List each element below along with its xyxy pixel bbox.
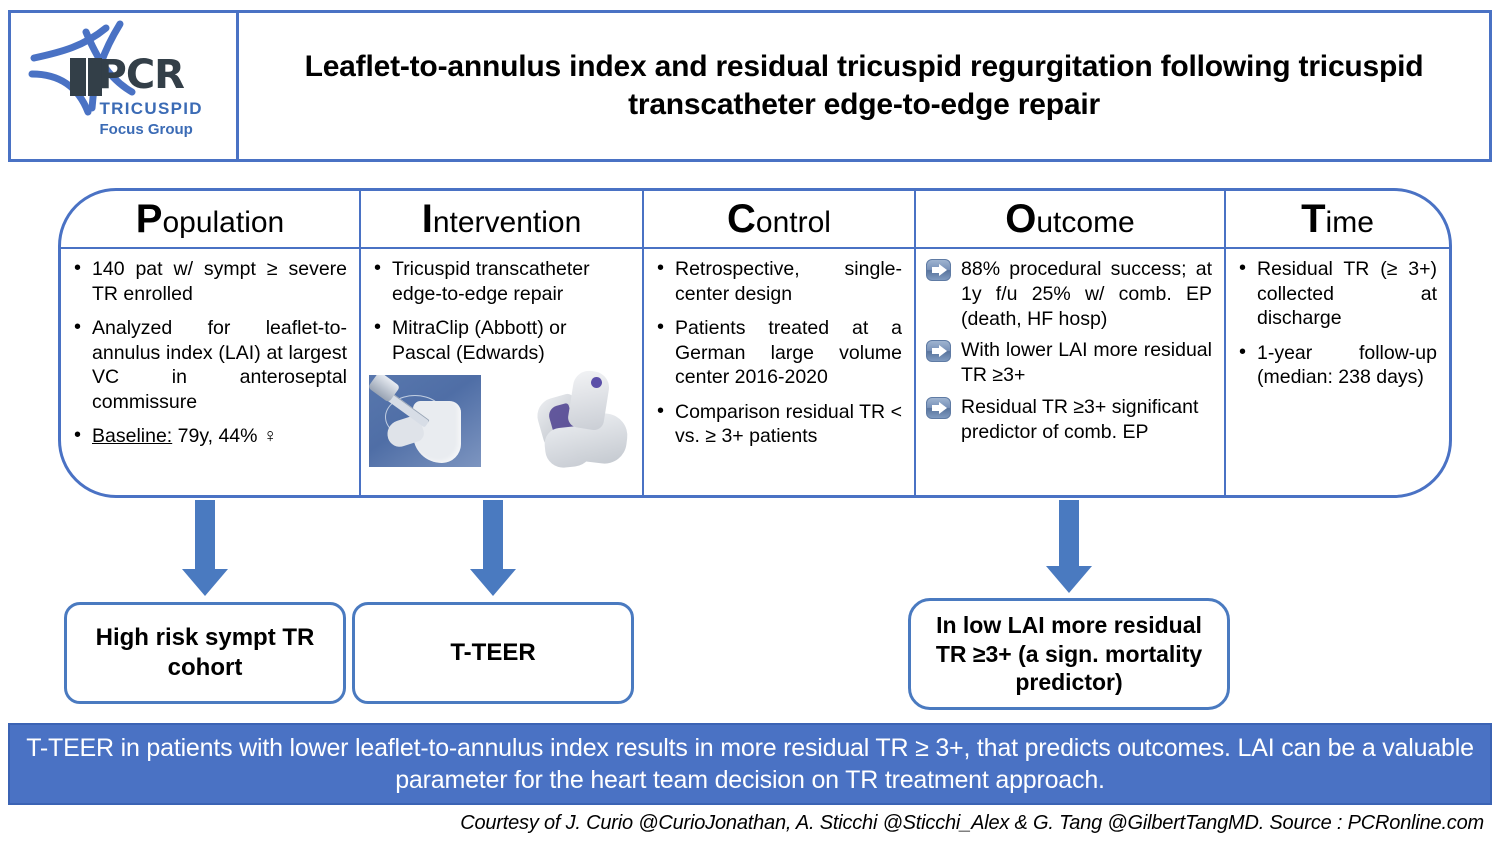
arrow-right-icon — [926, 396, 951, 419]
arrow-list-outcome: 88% procedural success; at 1y f/u 25% w/… — [926, 257, 1212, 444]
result-box-tteer-text: T-TEER — [450, 639, 536, 666]
list-item: Comparison residual TR < vs. ≥ 3+ patien… — [654, 399, 902, 449]
column-initial-i: I — [421, 197, 433, 241]
logo-mark-icon — [28, 20, 135, 116]
column-title-control: ontrol — [755, 206, 831, 239]
device-images — [369, 368, 630, 470]
list-item: Tricuspid transcatheter edge-to-edge rep… — [371, 256, 630, 306]
list-item-text: 88% procedural success; at 1y f/u 25% w/… — [961, 258, 1212, 330]
column-initial-p: P — [135, 197, 163, 241]
column-header-population: Population — [61, 191, 359, 249]
bullet-list-population: 140 pat w/ sympt ≥ severe TR enrolled An… — [71, 256, 347, 449]
list-item: 88% procedural success; at 1y f/u 25% w/… — [926, 257, 1212, 331]
list-item: 1-year follow-up (median: 238 days) — [1236, 340, 1437, 390]
bullet-list-control: Retrospective, single-center design Pati… — [654, 256, 902, 449]
credit-text: Courtesy of J. Curio @CurioJonathan, A. … — [460, 812, 1484, 834]
column-initial-c: C — [727, 197, 756, 241]
result-box-cohort-text: High risk sympt TR cohort — [95, 624, 315, 681]
picot-column-population: Population 140 pat w/ sympt ≥ severe TR … — [61, 191, 361, 495]
page-title: Leaflet-to-annulus index and residual tr… — [304, 49, 1424, 121]
column-title-time: ime — [1325, 206, 1374, 239]
arrow-right-icon — [926, 259, 951, 281]
list-item: Retrospective, single-center design — [654, 256, 902, 306]
list-item: Residual TR ≥3+ significant predictor of… — [926, 395, 1212, 445]
bullet-list-intervention: Tricuspid transcatheter edge-to-edge rep… — [371, 256, 630, 365]
baseline-value: 79y, 44% ♀ — [172, 425, 278, 448]
list-item: MitraClip (Abbott) or Pascal (Edwards) — [371, 315, 630, 365]
result-box-cohort: High risk sympt TR cohort — [64, 602, 346, 704]
column-body-control: Retrospective, single-center design Pati… — [644, 249, 914, 495]
picot-column-intervention: Intervention Tricuspid transcatheter edg… — [361, 191, 644, 495]
column-header-time: Time — [1226, 191, 1449, 249]
list-item-text: With lower LAI more residual TR ≥3+ — [961, 339, 1212, 386]
list-item-text: Residual TR ≥3+ significant predictor of… — [961, 395, 1199, 443]
result-box-tteer: T-TEER — [352, 602, 634, 704]
picot-column-control: Control Retrospective, single-center des… — [644, 191, 916, 495]
logo-cell: PCR TRICUSPID Focus Group — [11, 13, 239, 159]
credit-line: Courtesy of J. Curio @CurioJonathan, A. … — [0, 812, 1492, 835]
column-initial-t: T — [1301, 197, 1326, 241]
logo-tricuspid-text: TRICUSPID — [99, 99, 203, 118]
list-item: Patients treated at a German large volum… — [654, 315, 902, 390]
arrow-down-intervention — [470, 500, 516, 596]
column-body-population: 140 pat w/ sympt ≥ severe TR enrolled An… — [61, 249, 359, 495]
list-item: Analyzed for leaflet-to-annulus index (L… — [71, 315, 347, 414]
header: PCR TRICUSPID Focus Group Leaflet-to-ann… — [8, 10, 1492, 162]
conclusion-banner: T-TEER in patients with lower leaflet-to… — [8, 723, 1492, 805]
column-initial-o: O — [1005, 197, 1037, 241]
list-item: With lower LAI more residual TR ≥3+ — [926, 338, 1212, 388]
picot-column-time: Time Residual TR (≥ 3+) collected at dis… — [1226, 191, 1449, 495]
column-header-control: Control — [644, 191, 914, 249]
result-box-lai: In low LAI more residual TR ≥3+ (a sign.… — [908, 598, 1230, 710]
title-cell: Leaflet-to-annulus index and residual tr… — [239, 13, 1489, 159]
conclusion-banner-text: T-TEER in patients with lower leaflet-to… — [26, 733, 1474, 795]
arrow-down-outcome — [1046, 500, 1092, 596]
pascal-device-photo — [521, 368, 633, 470]
picot-table: Population 140 pat w/ sympt ≥ severe TR … — [58, 188, 1452, 498]
column-body-intervention: Tricuspid transcatheter edge-to-edge rep… — [361, 249, 642, 495]
column-header-outcome: Outcome — [916, 191, 1224, 249]
result-box-lai-text: In low LAI more residual TR ≥3+ (a sign.… — [935, 611, 1203, 696]
bullet-list-time: Residual TR (≥ 3+) collected at discharg… — [1236, 256, 1437, 390]
column-title-population: opulation — [162, 206, 285, 239]
column-body-time: Residual TR (≥ 3+) collected at discharg… — [1226, 249, 1449, 495]
pcr-tricuspid-logo: PCR TRICUSPID Focus Group — [24, 16, 224, 156]
logo-focusgroup-text: Focus Group — [99, 121, 193, 138]
column-title-outcome: utcome — [1036, 206, 1135, 239]
list-item: Residual TR (≥ 3+) collected at discharg… — [1236, 256, 1437, 331]
logo-brand-text: PCR — [97, 52, 185, 98]
picot-column-outcome: Outcome 88% procedural success; at 1y f/… — [916, 191, 1226, 495]
column-title-intervention: ntervention — [432, 206, 582, 239]
mitraclip-device-photo — [369, 375, 481, 468]
list-item: 140 pat w/ sympt ≥ severe TR enrolled — [71, 256, 347, 306]
column-header-intervention: Intervention — [361, 191, 642, 249]
list-item-baseline: Baseline: 79y, 44% ♀ — [71, 423, 347, 449]
baseline-label: Baseline: — [92, 425, 173, 448]
arrow-right-icon — [926, 340, 951, 363]
column-body-outcome: 88% procedural success; at 1y f/u 25% w/… — [916, 249, 1224, 495]
arrow-down-population — [182, 500, 228, 596]
